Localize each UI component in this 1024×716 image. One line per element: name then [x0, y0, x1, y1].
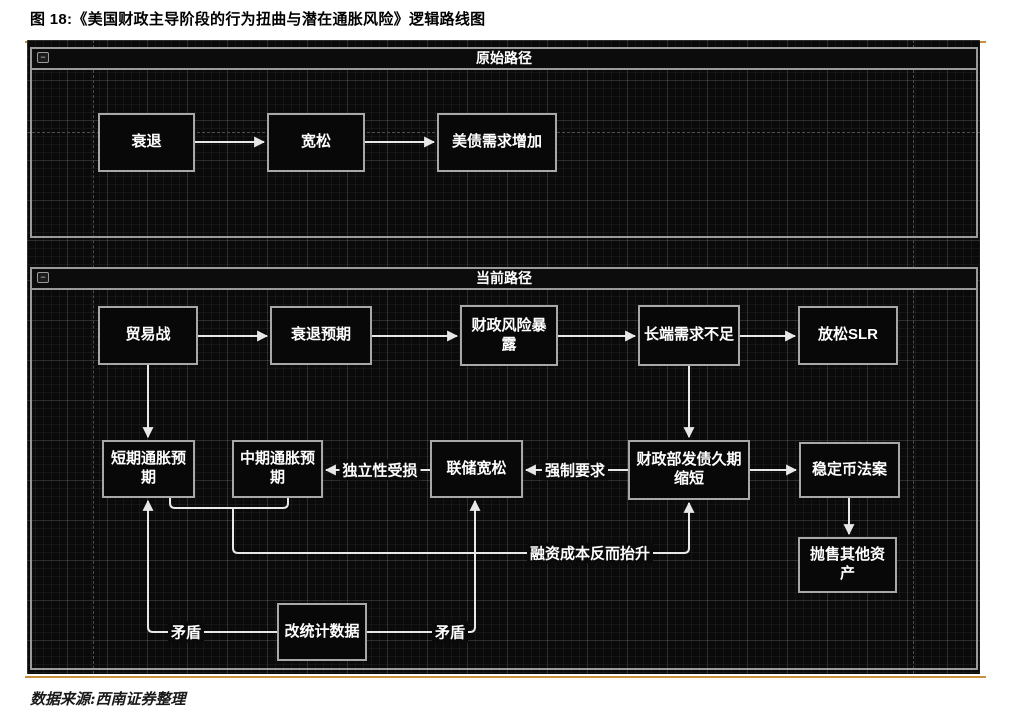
node-recession: 衰退 — [98, 113, 195, 172]
page-break-vertical-left — [93, 40, 94, 674]
node-long-end-demand-shortfall: 长端需求不足 — [638, 305, 740, 366]
edge-label-contradiction-left: 矛盾 — [167, 621, 205, 643]
node-mid-term-inflation-expectation: 中期通胀预期 — [232, 440, 323, 498]
edge-label-mandatory-requirement: 强制要求 — [541, 459, 609, 481]
node-ust-demand-increase: 美债需求增加 — [437, 113, 557, 172]
edge-label-independence-impaired: 独立性受损 — [339, 459, 421, 481]
diagram-canvas: − 原始路径 − 当前路径 — [27, 40, 980, 674]
figure-title: 图 18:《美国财政主导阶段的行为扭曲与潜在通胀风险》逻辑路线图 — [30, 11, 486, 28]
panel-current-header: − 当前路径 — [32, 269, 976, 290]
node-revise-statistics: 改统计数据 — [277, 603, 367, 661]
edge-label-funding-cost-rises: 融资成本反而抬升 — [526, 542, 654, 564]
panel-original-title: 原始路径 — [476, 50, 532, 66]
panel-original-path: − 原始路径 — [30, 47, 978, 238]
collapse-icon: − — [37, 52, 49, 63]
page-break-vertical-right — [913, 40, 914, 674]
node-short-term-inflation-expectation: 短期通胀预期 — [102, 440, 195, 498]
panel-current-path: − 当前路径 — [30, 267, 978, 670]
source-note: 数据来源:西南证券整理 — [30, 690, 186, 708]
node-fiscal-risk-exposure: 财政风险暴露 — [460, 305, 558, 366]
node-recession-expectation: 衰退预期 — [270, 306, 372, 365]
node-treasury-shorten-issuance-duration: 财政部发债久期缩短 — [628, 440, 750, 500]
panel-current-title: 当前路径 — [476, 270, 532, 286]
node-fed-easing: 联储宽松 — [430, 440, 523, 498]
node-trade-war: 贸易战 — [98, 306, 198, 365]
node-relax-slr: 放松SLR — [798, 306, 898, 365]
panel-original-header: − 原始路径 — [32, 49, 976, 70]
bottom-rule — [25, 676, 986, 678]
edge-label-contradiction-right: 矛盾 — [431, 621, 469, 643]
node-stablecoin-bill: 稳定币法案 — [799, 442, 900, 498]
node-sell-other-assets: 抛售其他资产 — [798, 537, 897, 593]
node-easing: 宽松 — [267, 113, 365, 172]
collapse-icon: − — [37, 272, 49, 283]
